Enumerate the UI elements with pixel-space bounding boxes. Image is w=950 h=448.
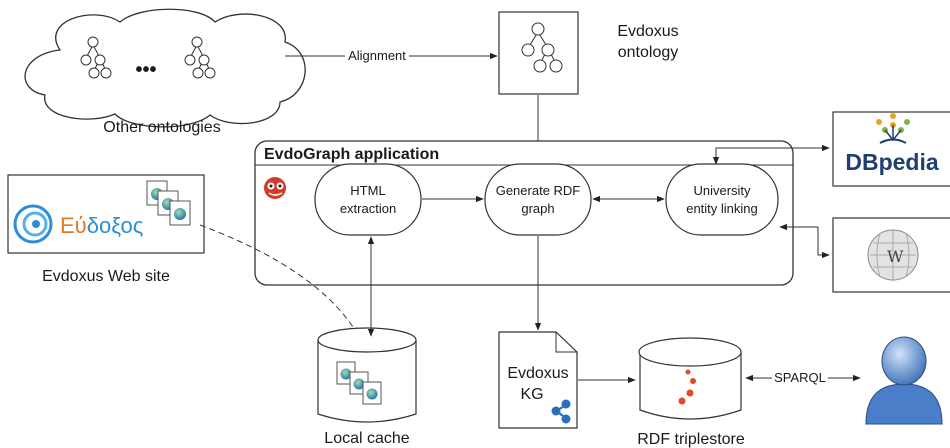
crawl-arrow (199, 224, 359, 336)
wikipedia-globe-icon: W (867, 229, 919, 281)
kg-label-2: KG (520, 386, 543, 403)
evdoxus-logo-text: Εύδοξος (60, 213, 143, 238)
dbpedia-logo-text: DBpedia (845, 149, 939, 175)
evdoxus-website-label: Evdoxus Web site (42, 268, 170, 285)
university-linking-label-2: entity linking (686, 201, 758, 216)
other-ontologies-cloud: ••• (24, 8, 306, 128)
ontology-tree-icon (80, 36, 112, 79)
application-title: EvdoGraph application (264, 146, 439, 163)
user-icon (865, 336, 943, 425)
ellipsis: ••• (135, 59, 156, 81)
graph-share-icon (551, 399, 571, 424)
evdograph-logo-icon (264, 177, 286, 199)
alignment-label: Alignment (348, 48, 406, 63)
other-ontologies-label: Other ontologies (103, 119, 220, 136)
university-entity-linking-node (665, 163, 779, 236)
sparql-label: SPARQL (774, 370, 826, 385)
wikipedia-link-arrow (779, 223, 830, 259)
dbpedia-link-arrow (712, 144, 830, 165)
evdoxus-ontology-label-2: ontology (618, 44, 679, 61)
generate-rdf-label-1: Generate RDF (496, 183, 581, 198)
university-linking-label-1: University (693, 183, 751, 198)
triplestore-label: RDF triplestore (637, 431, 745, 448)
ontology-tree-icon (521, 22, 563, 73)
evdoxus-ontology-label-1: Evdoxus (617, 23, 678, 40)
generate-rdf-graph-node (484, 163, 592, 236)
cached-pages-icon (336, 361, 382, 405)
html-extraction-node (314, 163, 422, 236)
evdoxus-kg-document (498, 331, 578, 429)
web-pages-stack-icon (146, 180, 191, 226)
generate-rdf-label-2: graph (521, 201, 554, 216)
html-extraction-label-2: extraction (340, 201, 396, 216)
rdf-triplestore-database (638, 337, 742, 420)
dbpedia-logo-icon (876, 113, 910, 144)
kg-label-1: Evdoxus (507, 365, 568, 382)
local-cache-label: Local cache (324, 430, 409, 447)
triples-icon (678, 369, 696, 405)
evdoxus-logo-icon (13, 204, 53, 244)
ontology-tree-icon (184, 36, 216, 79)
svg-text:W: W (887, 247, 904, 266)
html-extraction-label-1: HTML (350, 183, 385, 198)
